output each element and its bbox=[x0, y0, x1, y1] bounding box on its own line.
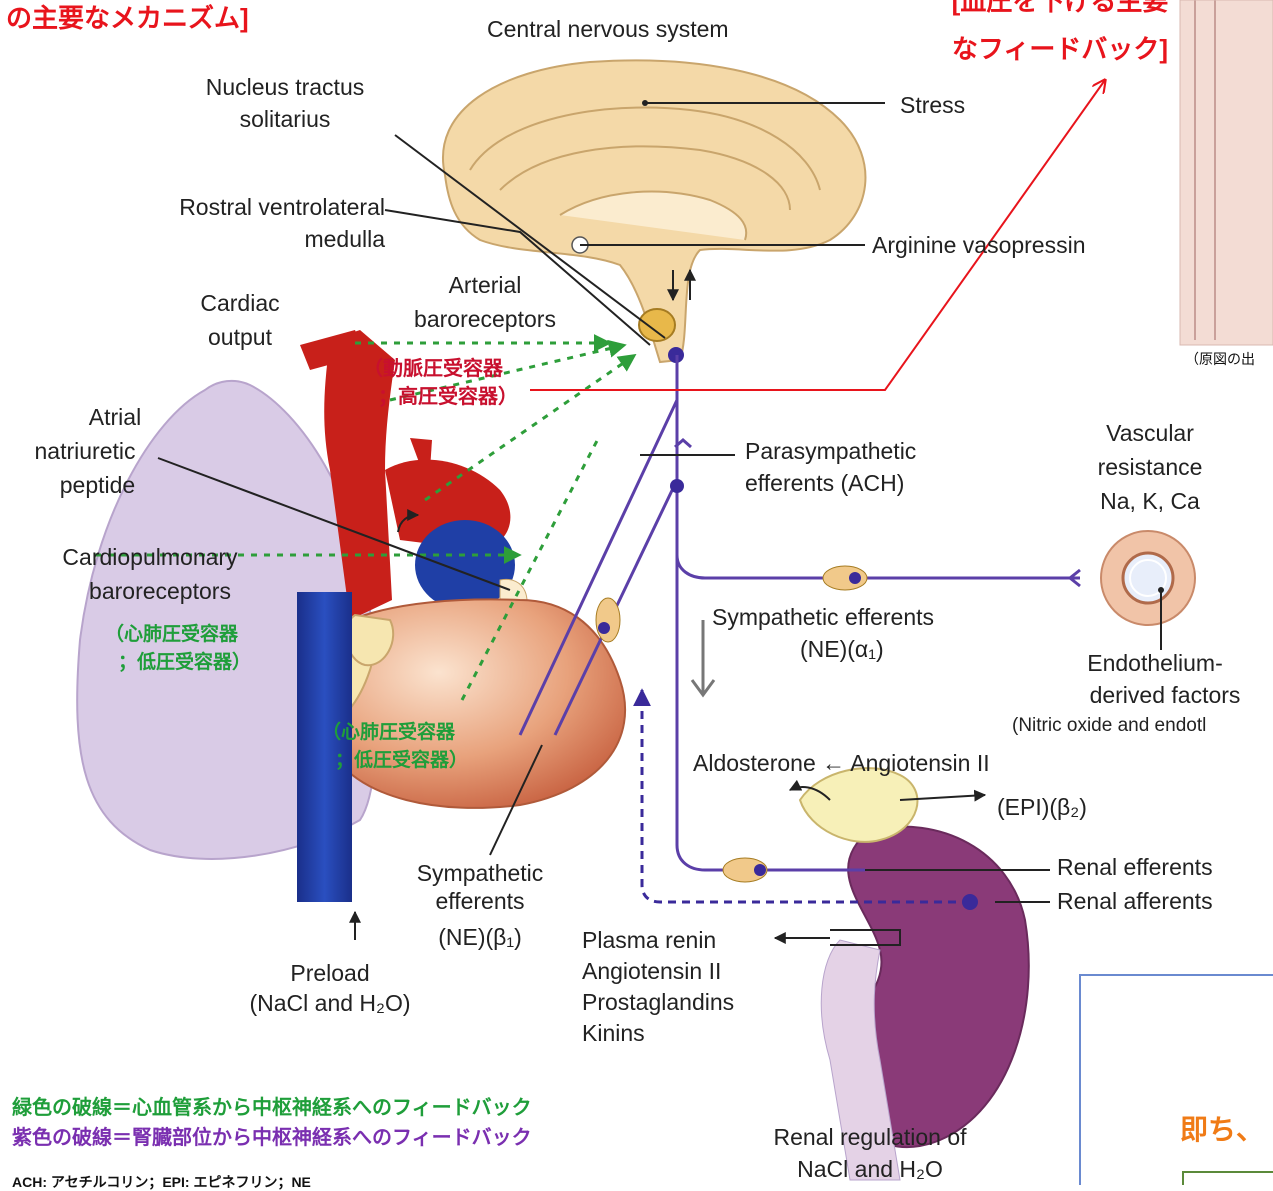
renal-reg-label-2: NaCl and H₂O bbox=[735, 1154, 1005, 1185]
cp-jp-label-a2: ；低圧受容器） bbox=[118, 650, 251, 675]
arterial-baro-label-2: baroreceptors bbox=[375, 304, 595, 335]
symp-a1-label-2: (NE)(α₁) bbox=[800, 634, 884, 665]
stress-label: Stress bbox=[900, 90, 965, 121]
title-right-line1: [血圧を下げる主要 bbox=[910, 0, 1210, 18]
preload-label-1: Preload bbox=[215, 958, 445, 989]
endo-label-2: derived factors bbox=[1060, 680, 1270, 711]
legend-purple: 紫色の破線＝腎臓部位から中枢神経系へのフィードバック bbox=[12, 1124, 532, 1152]
symp-b1-label-1: Sympathetic bbox=[380, 858, 580, 889]
anp-label-3: peptide bbox=[5, 470, 190, 501]
renal-afferents-label: Renal afferents bbox=[1057, 886, 1213, 917]
endo-label-3: (Nitric oxide and endotl bbox=[1012, 714, 1206, 738]
symp-a1-label-1: Sympathetic efferents bbox=[712, 602, 934, 633]
symp-b1-label-3: (NE)(β₁) bbox=[380, 922, 580, 953]
cp-jp-label-b2: ；低圧受容器） bbox=[335, 748, 468, 773]
vasc-label-3: Na, K, Ca bbox=[1075, 486, 1225, 517]
rvlm-label-2: medulla bbox=[80, 224, 385, 255]
cp-baro-label-1: Cardiopulmonary bbox=[40, 542, 260, 573]
symp-b1-label-2: efferents bbox=[380, 886, 580, 917]
cp-baro-label-2: baroreceptors bbox=[50, 576, 270, 607]
legend-green: 緑色の破線＝心血管系から中枢神経系へのフィードバック bbox=[12, 1094, 532, 1122]
vasc-label-2: resistance bbox=[1075, 452, 1225, 483]
preload-label-2: (NaCl and H₂O) bbox=[205, 988, 455, 1019]
vessel-cross-section bbox=[1101, 531, 1195, 625]
anp-label-2: natriuretic bbox=[5, 436, 165, 467]
note-box-border bbox=[1080, 975, 1273, 1185]
renin-label-2: Angiotensin II bbox=[582, 956, 721, 987]
vena-cava bbox=[297, 592, 352, 902]
title-left: の主要なメカニズム] bbox=[6, 1, 249, 35]
epi-label: (EPI)(β₂) bbox=[997, 792, 1087, 823]
para-label-2: efferents (ACH) bbox=[745, 468, 904, 499]
down-arrow-gray bbox=[692, 620, 714, 695]
rvlm-label-1: Rostral ventrolateral bbox=[80, 192, 385, 223]
source-note: （原図の出 bbox=[1185, 350, 1255, 368]
renin-label-4: Kinins bbox=[582, 1018, 645, 1049]
cardiac-output-label-2: output bbox=[175, 322, 305, 353]
avp-label: Arginine vasopressin bbox=[872, 230, 1086, 261]
cp-jp-label-a1: （心肺圧受容器 bbox=[105, 622, 238, 647]
arterial-jp-label-2: ；高圧受容器） bbox=[378, 384, 518, 411]
nts-label-2: solitarius bbox=[175, 104, 395, 135]
cns-label: Central nervous system bbox=[487, 14, 729, 45]
aldo-label: Aldosterone ← Angiotensin II bbox=[693, 748, 990, 779]
renal-reg-label-1: Renal regulation of bbox=[735, 1122, 1005, 1153]
renin-label-3: Prostaglandins bbox=[582, 987, 734, 1018]
arterial-jp-label-1: （動脈圧受容器 bbox=[363, 356, 503, 383]
para-label-1: Parasympathetic bbox=[745, 436, 916, 467]
anp-label-1: Atrial bbox=[45, 402, 185, 433]
renin-label-1: Plasma renin bbox=[582, 925, 716, 956]
abbreviations: ACH: アセチルコリン；EPI: エピネフリン；NE bbox=[12, 1173, 311, 1191]
endo-label-1: Endothelium- bbox=[1060, 648, 1250, 679]
renal-efferents-label: Renal efferents bbox=[1057, 852, 1213, 883]
vasc-label-1: Vascular bbox=[1075, 418, 1225, 449]
kidney-illustration bbox=[800, 768, 1029, 1180]
green-box-border bbox=[1183, 1172, 1273, 1185]
sokuchi-text: 即ち、 bbox=[1180, 1112, 1264, 1148]
arterial-baro-label-1: Arterial bbox=[395, 270, 575, 301]
title-right-line2: なフィードバック] bbox=[910, 32, 1210, 66]
cardiac-output-label-1: Cardiac bbox=[175, 288, 305, 319]
nts-label-1: Nucleus tractus bbox=[175, 72, 395, 103]
cp-jp-label-b1: （心肺圧受容器 bbox=[322, 720, 455, 745]
